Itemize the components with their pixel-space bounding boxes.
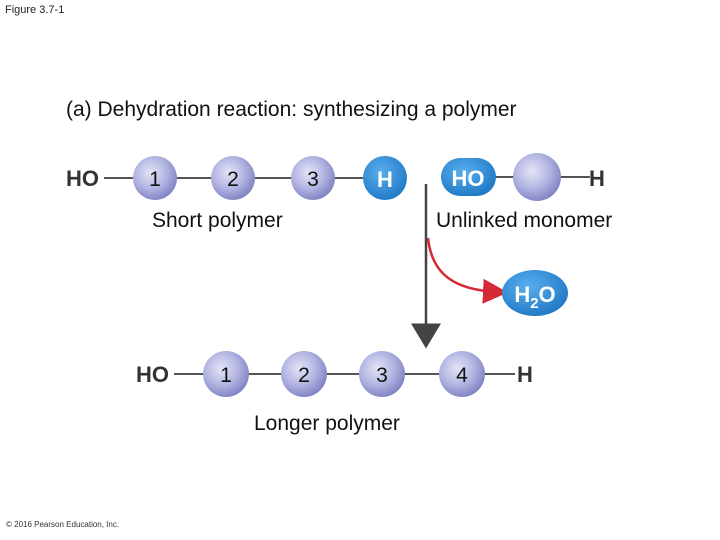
short-monomer-3 xyxy=(291,156,335,200)
short-monomer-1-label: 1 xyxy=(149,168,161,191)
longer-polymer-ho: HO xyxy=(136,362,169,387)
short-monomer-3-label: 3 xyxy=(307,168,319,191)
unlinked-monomer: HO H xyxy=(441,153,605,201)
longer-monomer-2-label: 2 xyxy=(298,364,310,387)
longer-polymer-h: H xyxy=(517,362,533,387)
longer-monomer-1 xyxy=(203,351,249,397)
short-monomer-2 xyxy=(211,156,255,200)
diagram-title: (a) Dehydration reaction: synthesizing a… xyxy=(66,98,517,121)
longer-polymer: HO 1 2 3 4 H xyxy=(136,351,533,397)
water-molecule: H2O xyxy=(502,270,568,316)
water-release-arrow xyxy=(426,237,508,304)
unlinked-monomer-ho: HO xyxy=(452,166,485,191)
short-polymer-caption: Short polymer xyxy=(152,209,283,232)
figure-label: Figure 3.7-1 xyxy=(5,4,65,16)
longer-monomer-4-label: 4 xyxy=(456,364,468,387)
short-polymer-ho: HO xyxy=(66,166,99,191)
longer-monomer-3-label: 3 xyxy=(376,364,388,387)
short-monomer-1 xyxy=(133,156,177,200)
unlinked-monomer-h: H xyxy=(589,166,605,191)
short-polymer: HO 1 2 3 H xyxy=(66,156,407,200)
short-polymer-h: H xyxy=(377,167,393,192)
short-polymer-h-bubble xyxy=(363,156,407,200)
copyright-notice: © 2016 Pearson Education, Inc. xyxy=(6,520,120,529)
short-monomer-2-label: 2 xyxy=(227,168,239,191)
unlinked-monomer-caption: Unlinked monomer xyxy=(436,209,613,232)
longer-monomer-3 xyxy=(359,351,405,397)
water-formula: H2O xyxy=(514,282,555,312)
water-bubble xyxy=(502,270,568,316)
longer-monomer-1-label: 1 xyxy=(220,364,232,387)
unlinked-ho-bubble xyxy=(441,158,496,196)
longer-monomer-4 xyxy=(439,351,485,397)
longer-monomer-2 xyxy=(281,351,327,397)
unlinked-monomer-circle xyxy=(513,153,561,201)
longer-polymer-caption: Longer polymer xyxy=(254,412,400,435)
